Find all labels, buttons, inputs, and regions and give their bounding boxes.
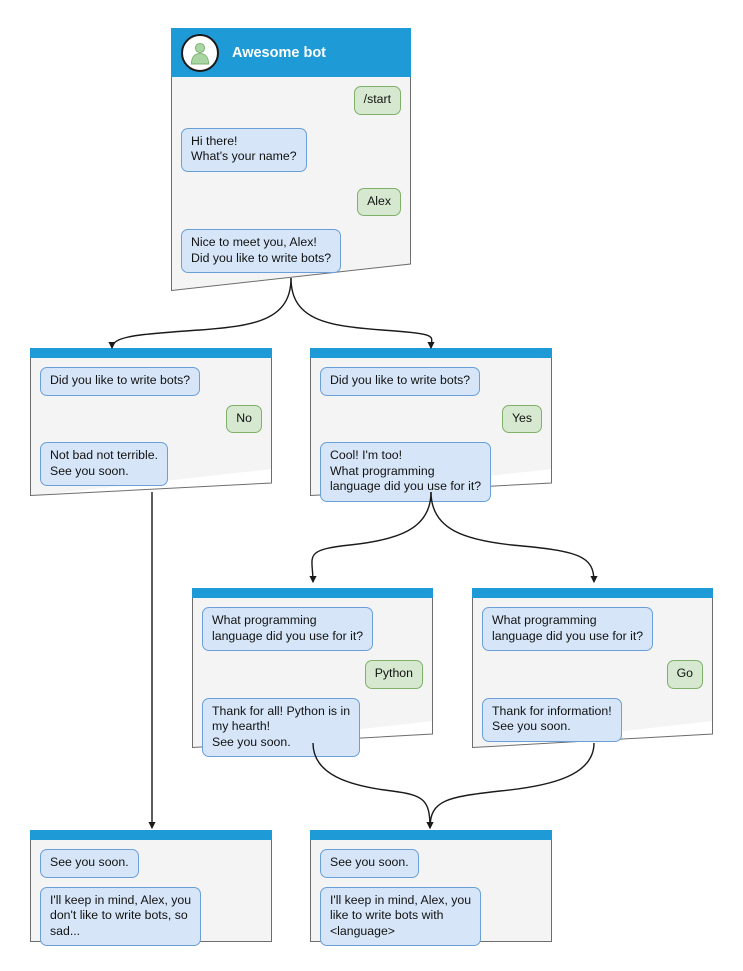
user-message-bubble: Alex	[357, 187, 401, 216]
message-row: Not bad not terrible. See you soon.	[40, 442, 262, 486]
card-header-bar	[192, 588, 433, 598]
chat-log: Did you like to write bots? Yes Cool! I'…	[310, 358, 552, 512]
user-message-bubble: No	[226, 404, 262, 433]
message-row: Did you like to write bots?	[40, 367, 262, 396]
python-branch-card[interactable]: What programming language did you use fo…	[192, 588, 433, 757]
bot-message-bubble: What programming language did you use fo…	[202, 607, 374, 651]
card-content: See you soon. I'll keep in mind, Alex, y…	[310, 830, 552, 956]
bot-message-bubble: See you soon.	[320, 849, 419, 878]
message-row: Yes	[320, 404, 542, 433]
card-header-bar	[30, 830, 272, 840]
card-header-bar	[310, 830, 552, 840]
edge-go-to-end-happy	[426, 742, 595, 830]
card-content: Did you like to write bots? Yes Cool! I'…	[310, 348, 552, 512]
message-row: See you soon.	[320, 849, 542, 878]
chat-log: Did you like to write bots? No Not bad n…	[30, 358, 272, 496]
bot-message-bubble: Hi there! What's your name?	[181, 127, 307, 172]
chat-log: What programming language did you use fo…	[472, 598, 713, 752]
bot-message-bubble: I'll keep in mind, Alex, you don't like …	[40, 886, 202, 946]
message-row: Hi there! What's your name?	[181, 127, 401, 172]
user-message-bubble: Yes	[501, 404, 542, 433]
bot-message-bubble: Did you like to write bots?	[320, 367, 481, 396]
bot-message-bubble: Not bad not terrible. See you soon.	[40, 442, 169, 486]
message-row: See you soon.	[40, 849, 262, 878]
chat-log: /start Hi there! What's your name? Alex …	[171, 77, 411, 283]
card-content: Did you like to write bots? No Not bad n…	[30, 348, 272, 496]
message-row: Thank for information! See you soon.	[482, 697, 703, 742]
chat-log: See you soon. I'll keep in mind, Alex, y…	[310, 840, 552, 956]
bot-message-bubble: Cool! I'm too! What programming language…	[320, 442, 492, 502]
end-happy-card[interactable]: See you soon. I'll keep in mind, Alex, y…	[310, 830, 552, 946]
card-header-bar	[30, 348, 272, 358]
message-row: Thank for all! Python is in my hearth! S…	[202, 697, 423, 757]
go-branch-card[interactable]: What programming language did you use fo…	[472, 588, 713, 748]
message-row: No	[40, 404, 262, 433]
user-message-bubble: Go	[666, 660, 703, 689]
user-message-bubble: /start	[353, 86, 401, 115]
bot-message-bubble: Thank for information! See you soon.	[482, 697, 622, 742]
card-header-bar: Awesome bot	[171, 28, 411, 77]
card-header-bar	[310, 348, 552, 358]
user-message-bubble: Python	[364, 660, 423, 689]
message-row: I'll keep in mind, Alex, you like to wri…	[320, 886, 542, 946]
bot-title: Awesome bot	[232, 44, 327, 61]
bot-message-bubble: What programming language did you use fo…	[482, 607, 654, 651]
chat-log: What programming language did you use fo…	[192, 598, 433, 767]
card-content: Awesome bot /start Hi there! What's your…	[171, 28, 411, 283]
card-content: What programming language did you use fo…	[472, 588, 713, 752]
bot-message-bubble: Thank for all! Python is in my hearth! S…	[202, 697, 361, 757]
no-branch-card[interactable]: Did you like to write bots? No Not bad n…	[30, 348, 272, 496]
bot-message-bubble: I'll keep in mind, Alex, you like to wri…	[320, 886, 482, 946]
message-row: Nice to meet you, Alex! Did you like to …	[181, 229, 401, 273]
message-row: What programming language did you use fo…	[482, 607, 703, 651]
yes-branch-card[interactable]: Did you like to write bots? Yes Cool! I'…	[310, 348, 552, 502]
chat-log: See you soon. I'll keep in mind, Alex, y…	[30, 840, 272, 956]
message-row: Alex	[181, 187, 401, 216]
start-card[interactable]: Awesome bot /start Hi there! What's your…	[171, 28, 411, 291]
message-row: /start	[181, 86, 401, 115]
message-row: Go	[482, 660, 703, 689]
message-row: Python	[202, 660, 423, 689]
person-avatar-icon	[181, 33, 219, 72]
bot-message-bubble: Nice to meet you, Alex! Did you like to …	[181, 229, 342, 273]
message-row: I'll keep in mind, Alex, you don't like …	[40, 886, 262, 946]
card-content: See you soon. I'll keep in mind, Alex, y…	[30, 830, 272, 956]
bot-message-bubble: See you soon.	[40, 849, 139, 878]
message-row: Cool! I'm too! What programming language…	[320, 442, 542, 502]
bot-message-bubble: Did you like to write bots?	[40, 367, 201, 396]
message-row: Did you like to write bots?	[320, 367, 542, 396]
card-header-bar	[472, 588, 713, 598]
card-content: What programming language did you use fo…	[192, 588, 433, 767]
message-row: What programming language did you use fo…	[202, 607, 423, 651]
end-sad-card[interactable]: See you soon. I'll keep in mind, Alex, y…	[30, 830, 272, 946]
